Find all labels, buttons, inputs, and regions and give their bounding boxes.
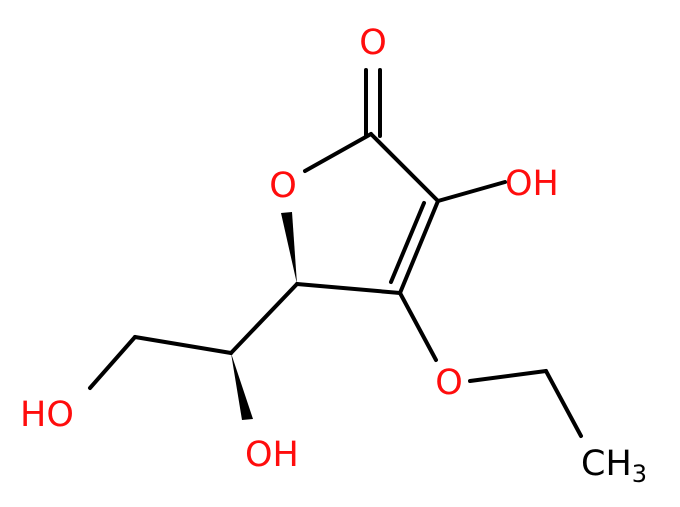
methyl-group-label: CH3	[581, 444, 647, 488]
bond-ch2-ch3	[544, 369, 583, 438]
bond-c1-ring-o	[303, 132, 373, 173]
bond-c2-oh	[436, 180, 507, 203]
hydroxy-bottom-label: OH	[245, 435, 299, 475]
bond-c6-ho	[88, 335, 137, 390]
carbonyl-oxygen-label: O	[359, 23, 387, 63]
ring-oxygen-label: O	[269, 166, 297, 206]
hydroxy-right-label: OH	[505, 164, 559, 204]
bonds	[88, 68, 583, 438]
bond-ether-o-ch2	[468, 369, 548, 383]
bond-c4-c5	[229, 282, 299, 355]
methyl-subscript-label: 3	[632, 460, 647, 488]
methyl-main-label: CH	[581, 444, 632, 484]
hydroxy-left-label: HO	[20, 395, 74, 435]
bond-c1-c2	[369, 132, 440, 203]
bond-c2-c3-2	[389, 201, 426, 284]
bond-c5-c6	[133, 335, 233, 355]
wedge-bond-c5-oh	[231, 353, 253, 420]
bond-c2-c3-1	[398, 199, 440, 295]
wedge-bond-c4-ring-o	[281, 212, 297, 284]
ether-oxygen-label: O	[435, 363, 463, 403]
bond-c3-ether-o	[398, 291, 438, 362]
bond-c3-c4	[295, 282, 402, 295]
